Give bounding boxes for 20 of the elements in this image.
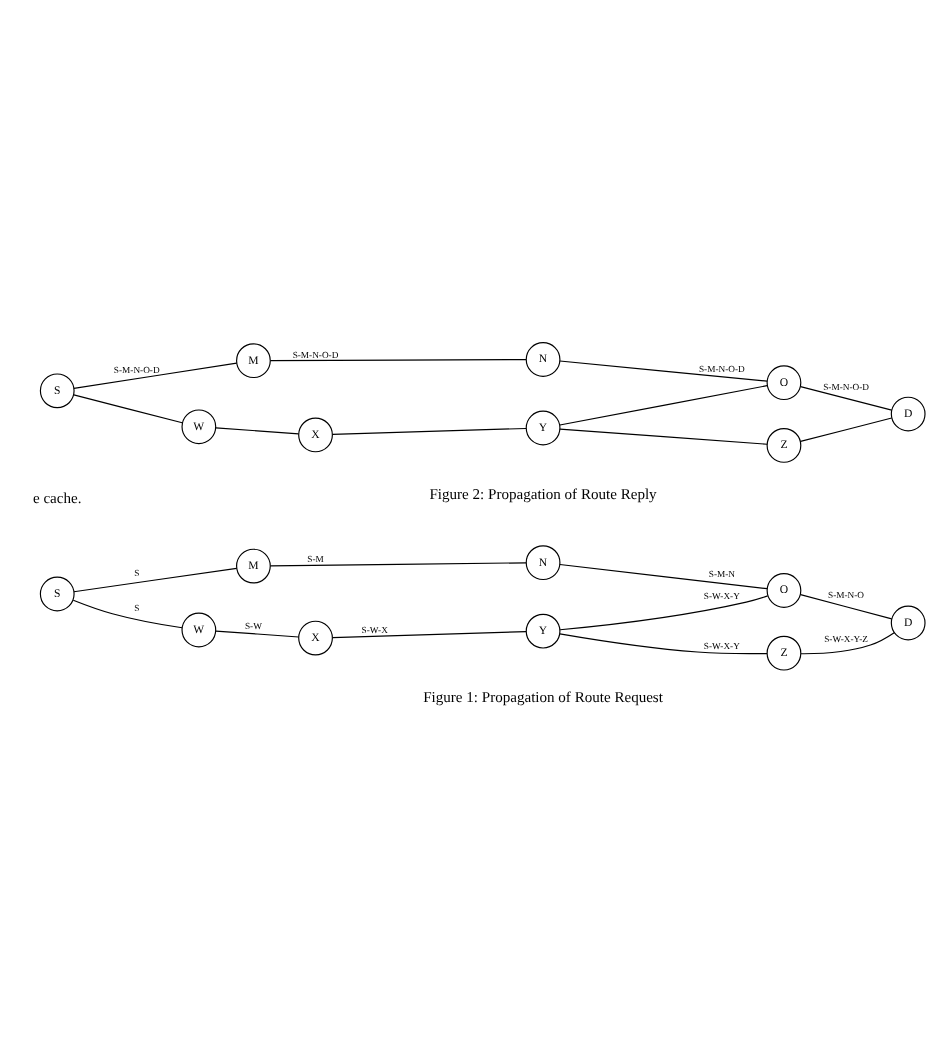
connector — [559, 563, 768, 590]
connector — [331, 631, 527, 639]
connector — [799, 386, 893, 411]
connector — [559, 385, 768, 426]
connector — [73, 362, 238, 389]
connector — [800, 632, 895, 655]
connector — [72, 599, 183, 629]
connector — [215, 427, 300, 435]
connector — [559, 595, 769, 631]
connector — [799, 417, 893, 442]
connector — [331, 427, 527, 436]
connector — [799, 594, 893, 620]
connector — [559, 428, 768, 445]
connector — [269, 562, 527, 567]
connector — [215, 630, 300, 638]
connector — [559, 633, 768, 655]
connector — [73, 394, 183, 424]
connector — [73, 567, 238, 593]
connector — [269, 358, 527, 362]
connector — [559, 360, 768, 382]
